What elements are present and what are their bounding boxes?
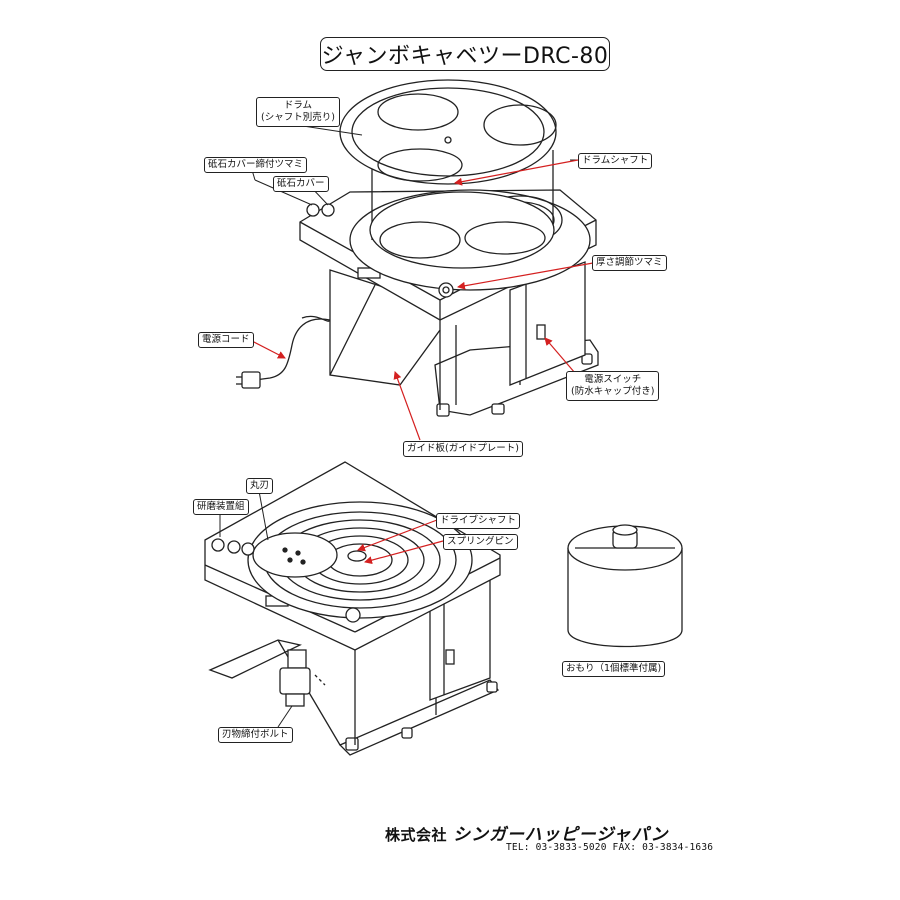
label-whetstone-cover: 砥石カバー xyxy=(273,176,329,192)
weight-illustration xyxy=(567,524,683,648)
top-machine-illustration xyxy=(236,79,599,417)
label-blade-bolt: 刃物締付ボルト xyxy=(218,727,293,743)
callout-lines xyxy=(219,123,594,728)
company-name: 株式会社シンガーハッピージャパン xyxy=(385,820,668,845)
company-prefix: 株式会社 xyxy=(385,826,448,844)
label-spring-pin: スプリングピン xyxy=(443,534,518,550)
label-power-cord: 電源コード xyxy=(198,332,254,348)
label-whetstone-cover-knob: 砥石カバー締付ツマミ xyxy=(204,157,308,173)
label-drive-shaft: ドライブシャフト xyxy=(436,513,521,529)
bottom-machine-illustration xyxy=(204,461,501,756)
label-power-switch-line2: (防水キャップ付き) xyxy=(571,386,655,397)
label-power-switch: 電源スイッチ (防水キャップ付き) xyxy=(566,371,660,401)
label-guide-plate: ガイド板(ガイドプレート) xyxy=(403,441,523,457)
contact-info: TEL: 03-3833-5020 FAX: 03-3834-1636 xyxy=(506,842,714,853)
label-round-blade: 丸刃 xyxy=(246,478,274,494)
label-weight: おもり（1個標準付属) xyxy=(562,661,666,677)
page-title: ジャンボキャベツーDRC-80 xyxy=(320,37,610,71)
label-drum-line1: ドラム xyxy=(283,100,313,111)
label-grinder-set: 研磨装置組 xyxy=(193,499,249,515)
label-power-switch-line1: 電源スイッチ xyxy=(584,374,642,385)
label-drum-shaft: ドラムシャフト xyxy=(578,153,653,169)
label-drum: ドラム (シャフト別売り) xyxy=(256,97,340,127)
label-drum-line2: (シャフト別売り) xyxy=(261,112,335,123)
label-thickness-knob: 厚さ調節ツマミ xyxy=(592,255,667,271)
company-brand: シンガーハッピージャパン xyxy=(453,825,669,845)
